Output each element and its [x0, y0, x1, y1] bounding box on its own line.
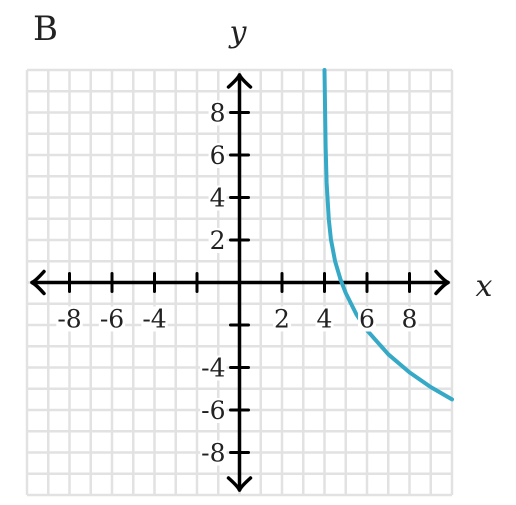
tick-label-bg [358, 306, 376, 332]
x-tick-label: 2 [274, 305, 290, 334]
x-tick-label: -4 [142, 305, 166, 334]
x-tick-label: 8 [402, 305, 418, 334]
x-tick-label: 4 [317, 305, 333, 334]
tick-label-bg [208, 143, 227, 168]
y-tick-label: 8 [210, 99, 226, 128]
y-axis-arrow-top [226, 73, 253, 89]
x-tick-label: 6 [359, 305, 375, 334]
y-tick-label: 2 [210, 226, 226, 255]
tick-label-bg [208, 100, 227, 126]
y-tick-label: -8 [201, 439, 225, 468]
axes [30, 73, 450, 492]
x-tick-label: -8 [57, 305, 81, 334]
y-tick-label: 6 [210, 141, 226, 170]
y-axis-arrow-bottom [226, 476, 253, 492]
x-axis-arrow-left [30, 269, 46, 296]
y-tick-label: -6 [201, 396, 225, 425]
y-tick-label: -4 [201, 354, 225, 383]
tick-label-bg [315, 306, 334, 332]
tick-label-bg [141, 306, 168, 332]
x-axis-arrow-right [434, 269, 450, 296]
tick-label-bg [208, 185, 227, 211]
y-axis-title: y [228, 15, 248, 50]
tick-label-bg [400, 306, 419, 332]
tick-label-bg [98, 306, 126, 332]
y-tick-label: 4 [210, 184, 226, 213]
tick-label-bg [208, 228, 227, 253]
x-tick-label: -6 [100, 305, 124, 334]
tick-label-bg [200, 398, 227, 423]
tick-label-bg [273, 306, 291, 332]
panel-label: B [33, 9, 58, 49]
series-line [322, 68, 454, 402]
x-axis-title: x [476, 269, 493, 304]
series [322, 68, 454, 402]
tick-label-bg [200, 440, 227, 466]
tick-label-bg [56, 306, 83, 332]
tick-label-bg [200, 355, 227, 381]
